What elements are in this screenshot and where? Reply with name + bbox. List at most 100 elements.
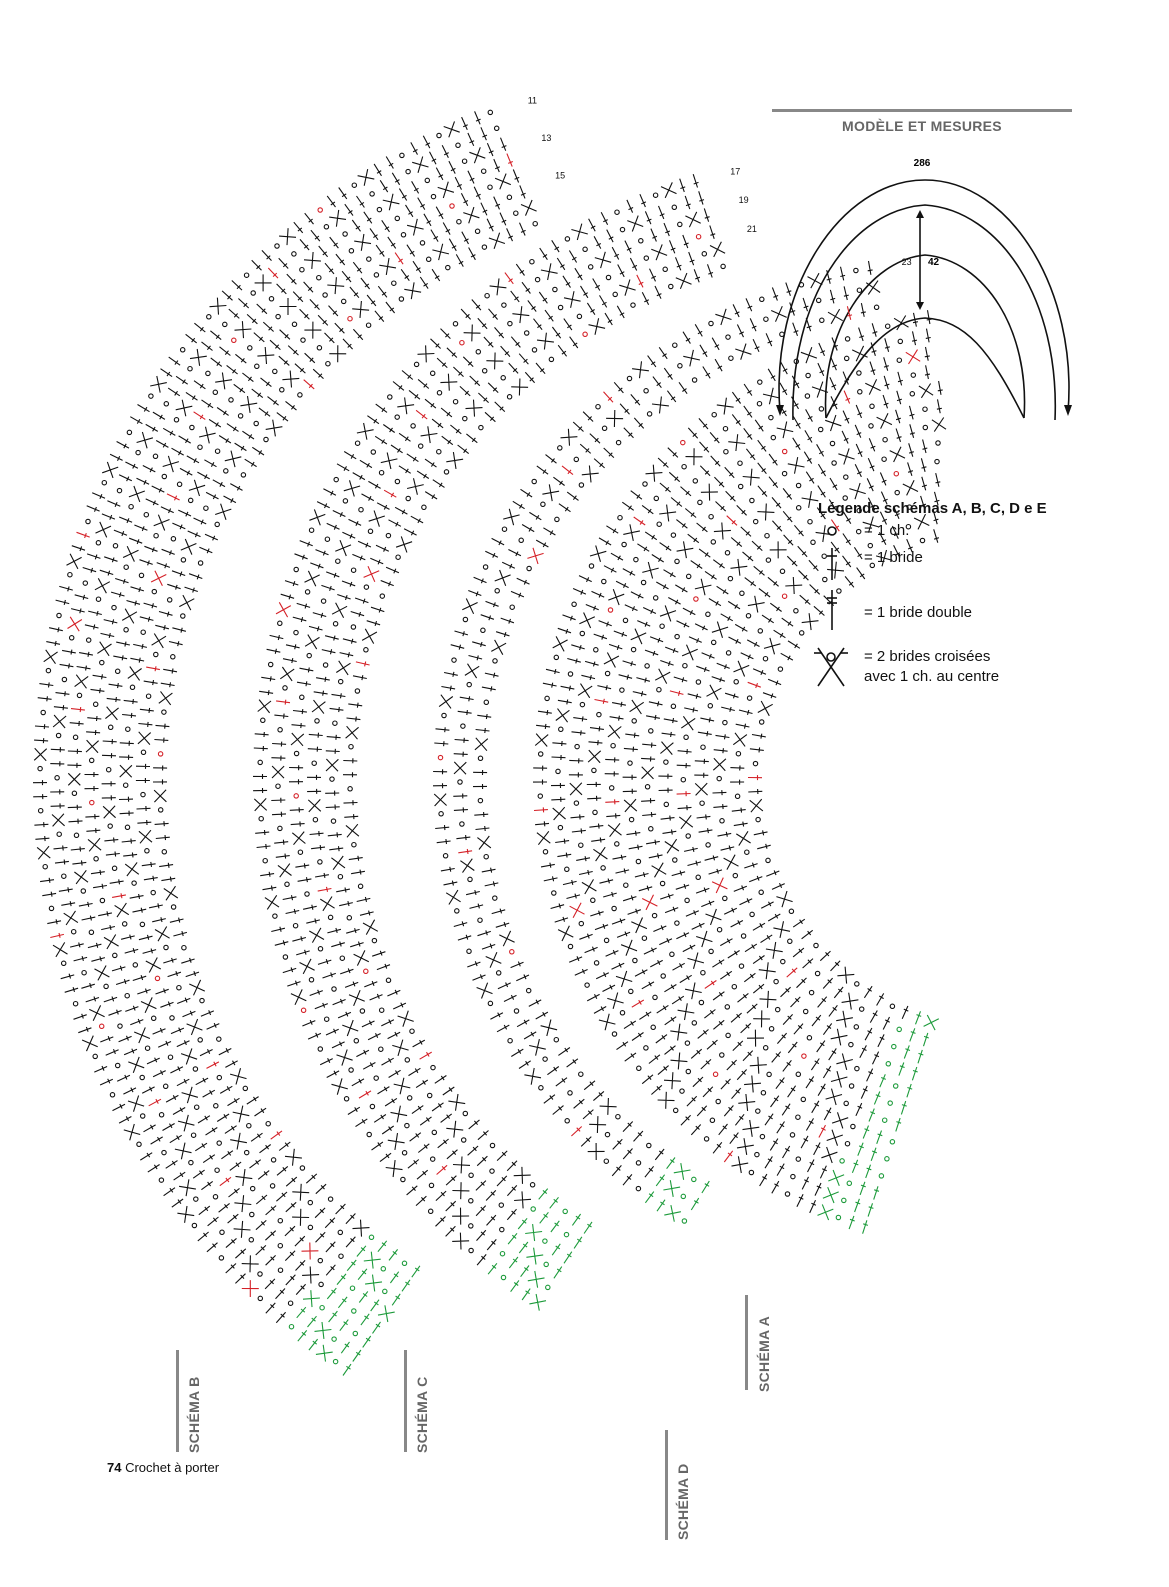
crossed-stitch — [463, 206, 480, 224]
chain-stitch — [351, 1308, 357, 1314]
treble-stitch — [723, 1105, 734, 1117]
chain-stitch — [109, 1092, 116, 1098]
chain-stitch — [765, 557, 772, 563]
treble-stitch — [457, 934, 472, 941]
crossed-stitch — [486, 352, 504, 370]
chain-stitch — [197, 444, 203, 450]
treble-stitch — [231, 280, 243, 291]
treble-stitch — [325, 790, 340, 796]
chain-stitch — [788, 908, 795, 915]
treble-stitch — [673, 676, 688, 683]
chain-stitch — [836, 588, 842, 594]
chain-stitch — [431, 1129, 438, 1136]
chain-stitch — [37, 807, 44, 814]
chain-stitch — [304, 891, 310, 897]
crossed-stitch — [304, 321, 322, 339]
treble-stitch — [398, 188, 408, 201]
treble-stitch — [798, 569, 809, 581]
treble-stitch — [716, 662, 730, 670]
crossed-stitch — [137, 731, 152, 745]
chain-stitch — [317, 1257, 324, 1264]
treble-stitch — [692, 174, 699, 188]
treble-stitch — [471, 299, 482, 311]
treble-stitch — [351, 219, 361, 232]
crossed-stitch — [292, 1208, 310, 1226]
treble-stitch — [900, 1100, 907, 1115]
treble-stitch — [308, 1338, 319, 1351]
treble-stitch — [731, 1087, 742, 1100]
crossed-stitch — [836, 1053, 853, 1071]
treble-stitch — [641, 292, 650, 306]
chain-stitch — [131, 880, 137, 886]
treble-stitch — [796, 1193, 804, 1207]
treble-stitch — [292, 291, 304, 303]
treble-stitch — [508, 1256, 519, 1269]
treble-stitch — [843, 390, 851, 404]
crossed-stitch — [730, 558, 748, 576]
treble-stitch — [139, 707, 154, 713]
treble-stitch — [258, 407, 271, 417]
treble-stitch — [495, 631, 510, 638]
chain-stitch — [157, 751, 164, 757]
chain-stitch — [802, 1008, 809, 1015]
crossed-stitch — [303, 251, 321, 269]
chain-stitch — [351, 841, 357, 848]
treble-stitch — [616, 305, 625, 319]
crossed-stitch — [311, 699, 326, 714]
chain-stitch — [670, 532, 677, 538]
treble-stitch — [724, 692, 739, 699]
crossed-stitch — [446, 1120, 464, 1138]
chain-stitch — [56, 831, 62, 837]
treble-stitch — [368, 480, 381, 489]
chain-stitch — [409, 1028, 415, 1034]
chain-stitch — [192, 1066, 199, 1072]
chain-stitch — [272, 368, 278, 375]
chain-stitch — [644, 784, 651, 790]
treble-stitch — [121, 838, 136, 844]
chain-stitch — [85, 637, 92, 643]
crossed-stitch — [282, 370, 300, 388]
treble-stitch — [588, 218, 596, 232]
chain-stitch — [112, 543, 119, 549]
crossed-stitch — [189, 979, 206, 996]
treble-stitch — [631, 1032, 644, 1041]
treble-stitch — [727, 950, 740, 959]
treble-stitch — [272, 741, 287, 747]
treble-stitch — [532, 779, 548, 785]
treble-stitch — [642, 812, 657, 818]
row-number: 13 — [541, 133, 551, 143]
chain-stitch — [293, 629, 299, 636]
treble-stitch — [53, 705, 68, 711]
crossed-stitch — [87, 837, 102, 852]
treble-stitch — [518, 353, 529, 365]
schema-b-label: SCHÉMA B — [186, 1376, 202, 1453]
treble-stitch — [68, 818, 83, 824]
treble-stitch — [533, 765, 548, 771]
chain-stitch — [844, 1140, 851, 1147]
treble-stitch — [34, 738, 49, 744]
treble-stitch — [430, 338, 441, 349]
crossed-stitch — [279, 228, 297, 246]
crossed-stitch — [923, 1014, 940, 1031]
chain-stitch — [499, 1226, 505, 1233]
treble-stitch — [276, 283, 287, 295]
chain-stitch — [293, 793, 299, 799]
chain-stitch — [61, 676, 68, 683]
treble-stitch — [563, 1251, 573, 1264]
treble-stitch — [506, 1185, 518, 1197]
treble-stitch — [573, 1098, 585, 1109]
treble-stitch — [145, 498, 159, 506]
treble-stitch — [435, 167, 444, 181]
chain-stitch — [648, 826, 654, 832]
treble-stitch — [90, 869, 105, 875]
treble-stitch — [108, 683, 123, 689]
treble-stitch — [877, 1034, 885, 1048]
treble-stitch — [687, 693, 702, 699]
treble-stitch — [219, 1176, 232, 1187]
treble-stitch — [400, 268, 410, 282]
treble-stitch — [801, 1176, 809, 1190]
treble-stitch — [306, 774, 322, 780]
chain-stitch — [292, 922, 299, 929]
treble-stitch — [294, 363, 306, 374]
chain-stitch — [716, 775, 722, 782]
